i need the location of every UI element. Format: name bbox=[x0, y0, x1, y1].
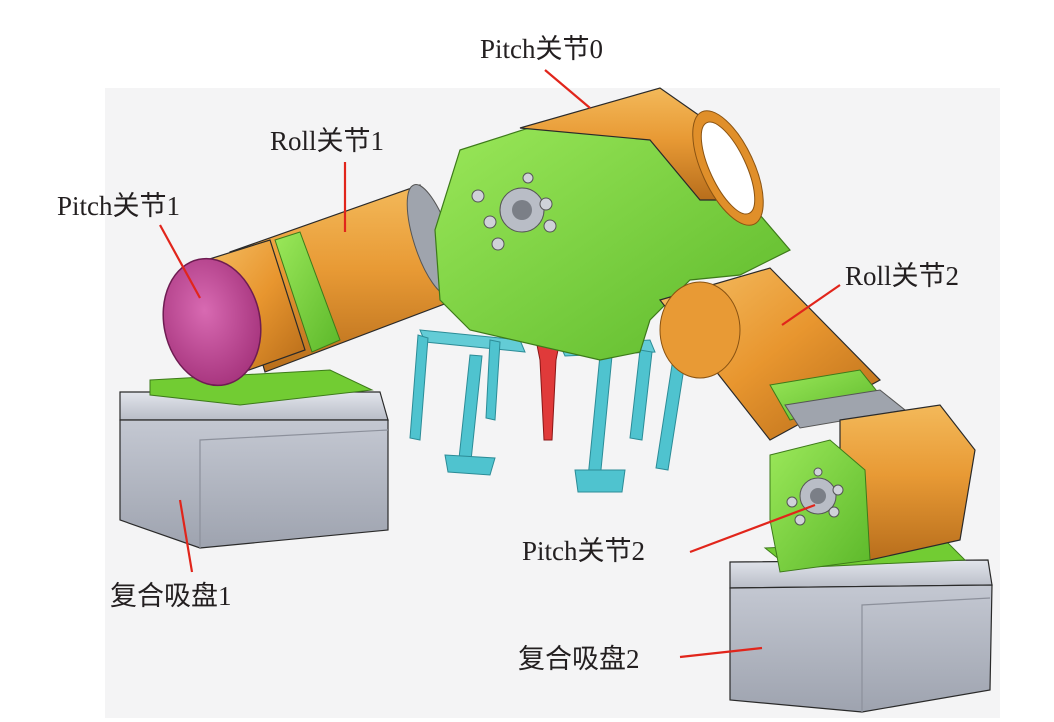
label-suction-cup-2: 复合吸盘2 bbox=[518, 644, 640, 674]
leader-pitch0 bbox=[544, 69, 591, 109]
label-roll-joint-2: Roll关节2 bbox=[845, 261, 959, 291]
leader-pitch1 bbox=[159, 224, 201, 299]
label-pitch-joint-0: Pitch关节0 bbox=[480, 34, 603, 64]
suction-cup-2 bbox=[729, 539, 993, 713]
leader-lines bbox=[159, 69, 841, 659]
bolt-pattern-0 bbox=[471, 172, 557, 251]
leader-roll2 bbox=[781, 284, 841, 326]
pitch-joint-2 bbox=[769, 404, 976, 573]
roll-joint-2-link bbox=[658, 267, 907, 441]
label-roll-joint-1: Roll关节1 bbox=[270, 126, 384, 156]
leg-mechanism bbox=[409, 329, 685, 493]
pitch-joint-1 bbox=[162, 239, 306, 387]
label-suction-cup-1: 复合吸盘1 bbox=[110, 581, 232, 611]
leader-suction2 bbox=[679, 646, 763, 659]
leader-suction1 bbox=[178, 499, 194, 573]
suction-cup-1 bbox=[119, 369, 389, 549]
label-pitch-joint-2: Pitch关节2 bbox=[522, 536, 645, 566]
labels: Pitch关节0 Roll关节1 Pitch关节1 Roll关节2 Pitch关… bbox=[57, 34, 959, 674]
leader-pitch2 bbox=[689, 503, 816, 554]
pitch-joint-0 bbox=[519, 87, 764, 226]
label-pitch-joint-1: Pitch关节1 bbox=[57, 191, 180, 221]
bolt-pattern-2 bbox=[786, 467, 844, 526]
